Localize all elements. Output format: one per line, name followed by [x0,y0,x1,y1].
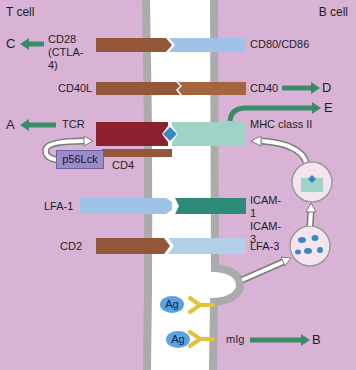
antigen-fragment [304,248,312,254]
molecule-label: CD2 [60,240,82,253]
pathway-arrow-outline [46,141,311,280]
signal-arrowhead [20,38,321,346]
molecule-label: CD40 [250,82,278,95]
receptor-bar [96,238,170,254]
receptor-bar [80,198,172,214]
molecule-label: MHC class II [250,118,312,131]
pathway-letter: B [312,333,321,347]
signal-arrow [28,44,313,340]
b-cell-ground [213,0,356,370]
cell-heading: T cell [6,5,34,19]
cell-region: B cell [220,0,356,370]
pathway-letter: E [324,101,333,115]
ligand-bar [178,82,246,95]
pathway-letter: D [322,81,331,95]
peptide-diamond [163,127,177,141]
receptor-bar [96,38,172,52]
peptide-diamond [308,175,316,183]
molecule-label: LFA-3 [250,240,279,253]
pathway-arrow [46,141,311,280]
antigen-fragment [312,235,319,241]
ligand-bar [168,238,246,254]
kinase-box: p56Lck [56,150,104,169]
immunoglobulin-symbol [190,298,213,346]
node-text: Ag [166,333,190,346]
antigen-vesicle [290,226,330,266]
molecule-label: mIg [226,333,244,346]
molecule-label: CD4 [112,159,134,172]
membrane [213,0,240,370]
cell-heading: B cell [319,5,348,19]
antigen-fragment [317,247,323,253]
pathway-letter: A [6,118,15,132]
antigen-blob: Ag [160,296,184,313]
t-cell-ground [0,0,148,370]
pathway-arrowhead [84,136,316,266]
receptor-bar [96,122,168,146]
node-text: p56Lck [57,153,103,166]
molecule-label: LFA-1 [44,200,73,213]
antigen-fragment [295,250,301,255]
coreceptor-bar [102,149,172,157]
molecule-label: ICAM-1 ICAM-3 [250,194,281,246]
mhc-vesicle [292,162,332,202]
molecule-label: CD28 (CTLA-4) [48,33,83,72]
pathway-letter: C [6,37,15,51]
molecule-label: TCR [62,118,85,131]
ligand-bar [169,38,246,52]
molecule-label: CD80/CD86 [250,38,309,51]
ligand-bar [172,122,246,146]
ligand-bar [175,198,246,214]
node-text: Ag [160,298,184,311]
membrane [146,0,148,370]
molecule-label: CD40L [58,82,92,95]
antigen-fragment [298,237,306,243]
antigen-blob: Ag [166,331,190,348]
receptor-bar [96,82,180,95]
